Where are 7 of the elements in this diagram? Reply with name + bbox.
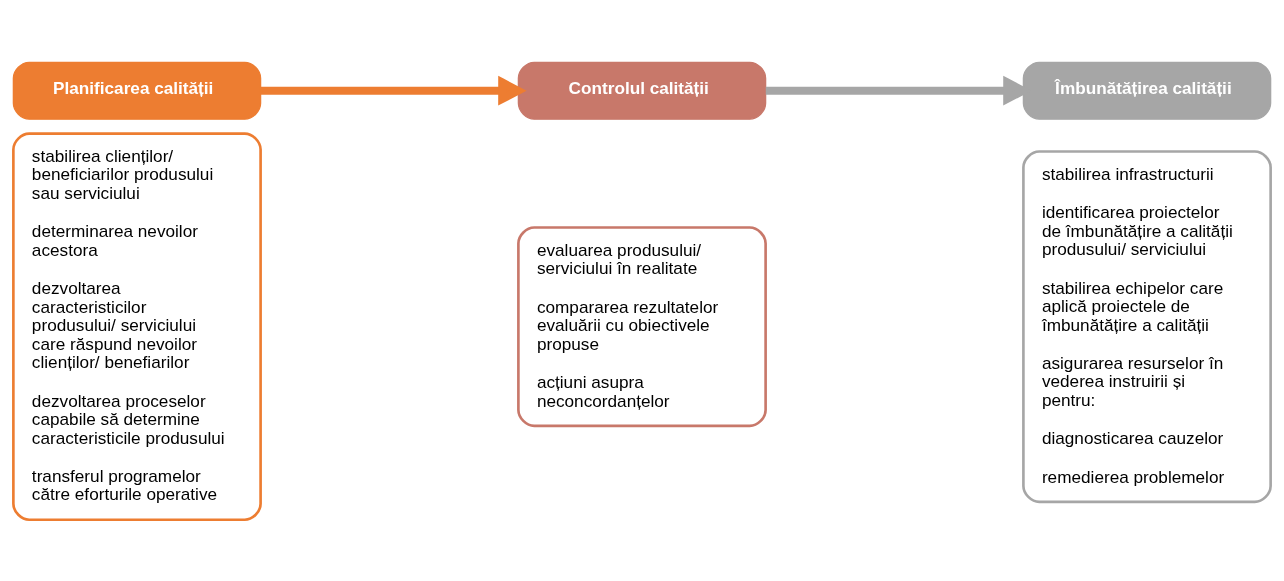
arrow — [260, 75, 527, 106]
node-box: stabilirea infrastructurii identificarea proiectelor de îmbunătățire a calității produsului/ serviciului stabilirea echipelor care aplică proiectele de îmbunătățire a calității asigurarea resurselor în vederea instruirii și pentru: diagnosticarea cauzelor remedierea problemelor — [1022, 149, 1272, 503]
node-box: Planificarea calității — [12, 61, 262, 120]
node-box: Îmbunătățirea calității — [1022, 61, 1272, 120]
node-box: evaluarea produsului/ serviciului în realitate compararea rezultatelor evaluării cu obiectivele propuse acțiuni asupra neconcordanțelor — [517, 225, 767, 427]
node-box: stabilirea clienților/ beneficiarilor produsului sau serviciului determinarea nevoilor acestora dezvoltarea caracteristicilor produsului/ serviciului care răspund nevoilor clienților/ benefiarilor dezvoltarea proceselor capabile să determine caracteristicile produsului transferul programelor către eforturile operative — [12, 131, 262, 521]
node-box: Controlul calității — [517, 61, 767, 120]
